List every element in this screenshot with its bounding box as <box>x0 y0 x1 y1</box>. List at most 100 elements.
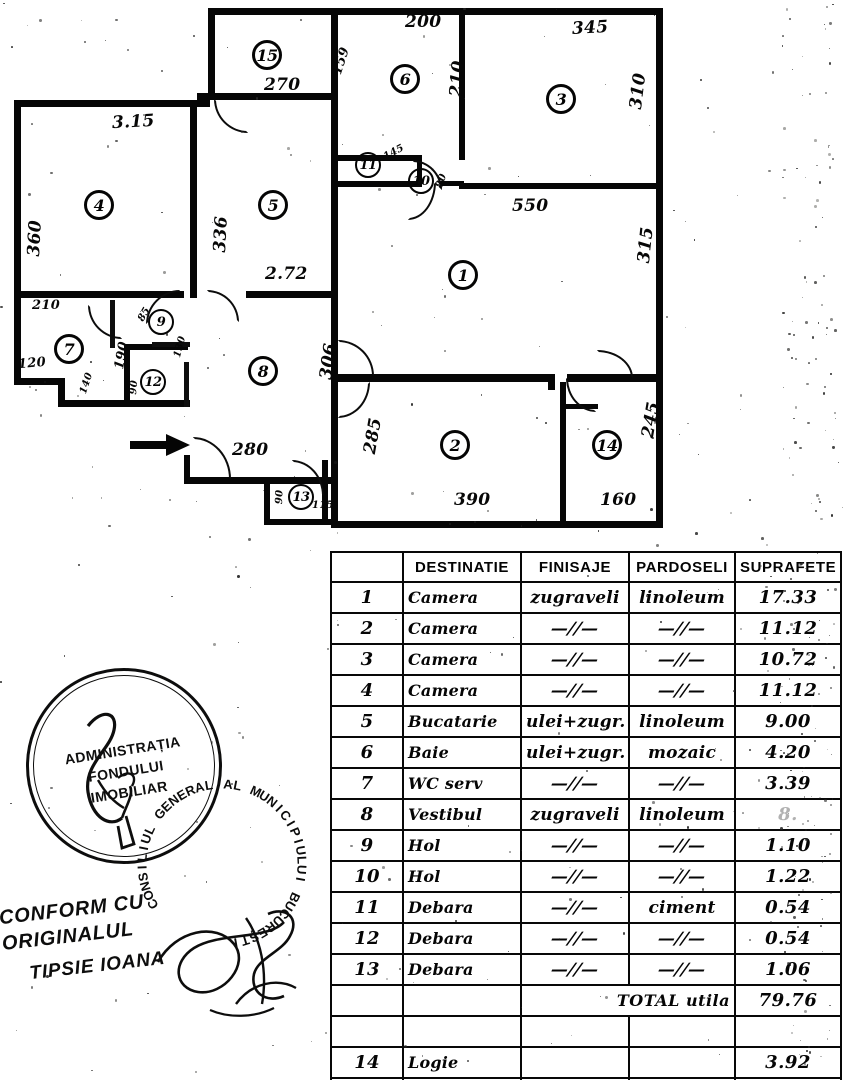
scan-speck <box>823 23 826 26</box>
scan-speck <box>761 536 764 540</box>
scan-speck <box>816 494 819 497</box>
scan-speck <box>262 489 265 491</box>
cell-finisaje: —//— <box>520 829 630 862</box>
col-header-suprafete: SUPRAFETE <box>734 551 842 583</box>
scan-speck <box>811 664 814 666</box>
table-header-row: DESTINATIE FINISAJE PARDOSELI SUPRAFETE <box>330 551 842 583</box>
door-swing-icon <box>597 350 633 378</box>
wall <box>331 8 337 100</box>
scan-speck <box>816 199 820 203</box>
cell-destinatie: Logie <box>402 1046 522 1079</box>
stamp-arc-char: I <box>292 875 309 883</box>
scan-speck <box>814 205 817 208</box>
cell-index: 9 <box>330 829 404 862</box>
scan-speck <box>790 577 793 580</box>
scan-speck <box>192 34 195 37</box>
scan-speck <box>829 804 832 807</box>
scan-speck <box>659 823 662 826</box>
scan-speck <box>587 723 589 725</box>
scan-speck <box>719 758 723 762</box>
scan-speck <box>559 98 561 101</box>
scan-speck <box>807 654 810 657</box>
scan-speck <box>816 552 819 555</box>
scan-speck <box>206 366 210 370</box>
dimension-label: 310 <box>626 71 651 111</box>
scan-speck <box>785 8 789 11</box>
cell-destinatie: Hol <box>402 860 522 893</box>
wall <box>567 374 659 382</box>
scan-speck <box>651 437 654 440</box>
scan-speck <box>463 7 466 10</box>
scan-speck <box>783 196 786 199</box>
scan-speck <box>828 153 832 157</box>
dimension-label: 315 <box>634 225 658 265</box>
scan-speck <box>571 1035 573 1037</box>
cell-index: 10 <box>330 860 404 893</box>
cell-destinatie <box>402 1015 522 1048</box>
scan-speck <box>378 188 381 191</box>
scan-speck <box>84 41 87 44</box>
certifier-name: TIPSIE IOANA <box>28 947 167 985</box>
scan-speck <box>830 891 833 894</box>
scan-speck <box>442 491 445 493</box>
scan-speck <box>484 193 486 195</box>
wall <box>184 455 190 483</box>
scan-speck <box>811 880 815 884</box>
scan-speck <box>793 333 796 336</box>
cell-pardoseli: —//— <box>628 612 736 645</box>
scan-speck <box>808 636 811 639</box>
scan-speck <box>466 1059 469 1062</box>
scan-speck <box>341 922 343 924</box>
scan-speck <box>685 590 687 592</box>
scan-speck <box>27 193 31 197</box>
scan-speck <box>555 9 558 11</box>
col-header-destinatie: DESTINATIE <box>402 551 522 583</box>
scan-speck <box>693 239 696 241</box>
scan-speck <box>835 417 836 419</box>
scan-speck <box>739 627 742 630</box>
cell-index: 11 <box>330 891 404 924</box>
room-badge-13: 13 <box>288 484 314 510</box>
wall <box>124 344 188 350</box>
scan-speck <box>680 908 682 910</box>
room-badge-5: 5 <box>258 190 288 220</box>
wall <box>338 374 554 382</box>
scan-speck <box>578 428 580 431</box>
cell-pardoseli <box>628 1046 736 1079</box>
room-badge-1: 1 <box>448 260 478 290</box>
scan-speck <box>212 221 214 223</box>
scan-speck <box>812 336 815 339</box>
scan-speck <box>80 19 83 21</box>
scan-speck <box>832 446 835 449</box>
scan-speck <box>736 194 739 197</box>
scan-speck <box>783 168 786 172</box>
cell-finisaje: —//— <box>520 860 630 893</box>
scan-speck <box>814 139 817 142</box>
stamp-arc-char: I <box>290 837 307 845</box>
scan-speck <box>829 832 833 836</box>
cell-suprafata: 10.72 <box>734 643 842 676</box>
scan-speck <box>781 685 783 687</box>
door-swing-icon <box>214 99 248 133</box>
cell-suprafata: 8. <box>734 798 842 831</box>
cell-finisaje: —//— <box>520 674 630 707</box>
scan-speck <box>467 825 470 828</box>
scan-speck <box>165 333 169 336</box>
wall <box>14 291 184 298</box>
scan-speck <box>558 938 560 940</box>
cell-destinatie: Debara <box>402 953 522 986</box>
wall <box>184 362 189 407</box>
ditto-mark: —//— <box>549 773 601 794</box>
scan-speck <box>517 176 519 178</box>
scan-speck <box>115 139 118 143</box>
scan-speck <box>304 450 306 452</box>
scan-speck <box>362 879 364 882</box>
scan-speck <box>790 1031 794 1035</box>
scan-speck <box>208 535 211 539</box>
ditto-mark: —//— <box>656 649 708 670</box>
scan-speck <box>817 322 820 324</box>
wall <box>14 100 210 107</box>
dimension-label: 160 <box>600 490 637 510</box>
scan-speck <box>431 72 434 75</box>
